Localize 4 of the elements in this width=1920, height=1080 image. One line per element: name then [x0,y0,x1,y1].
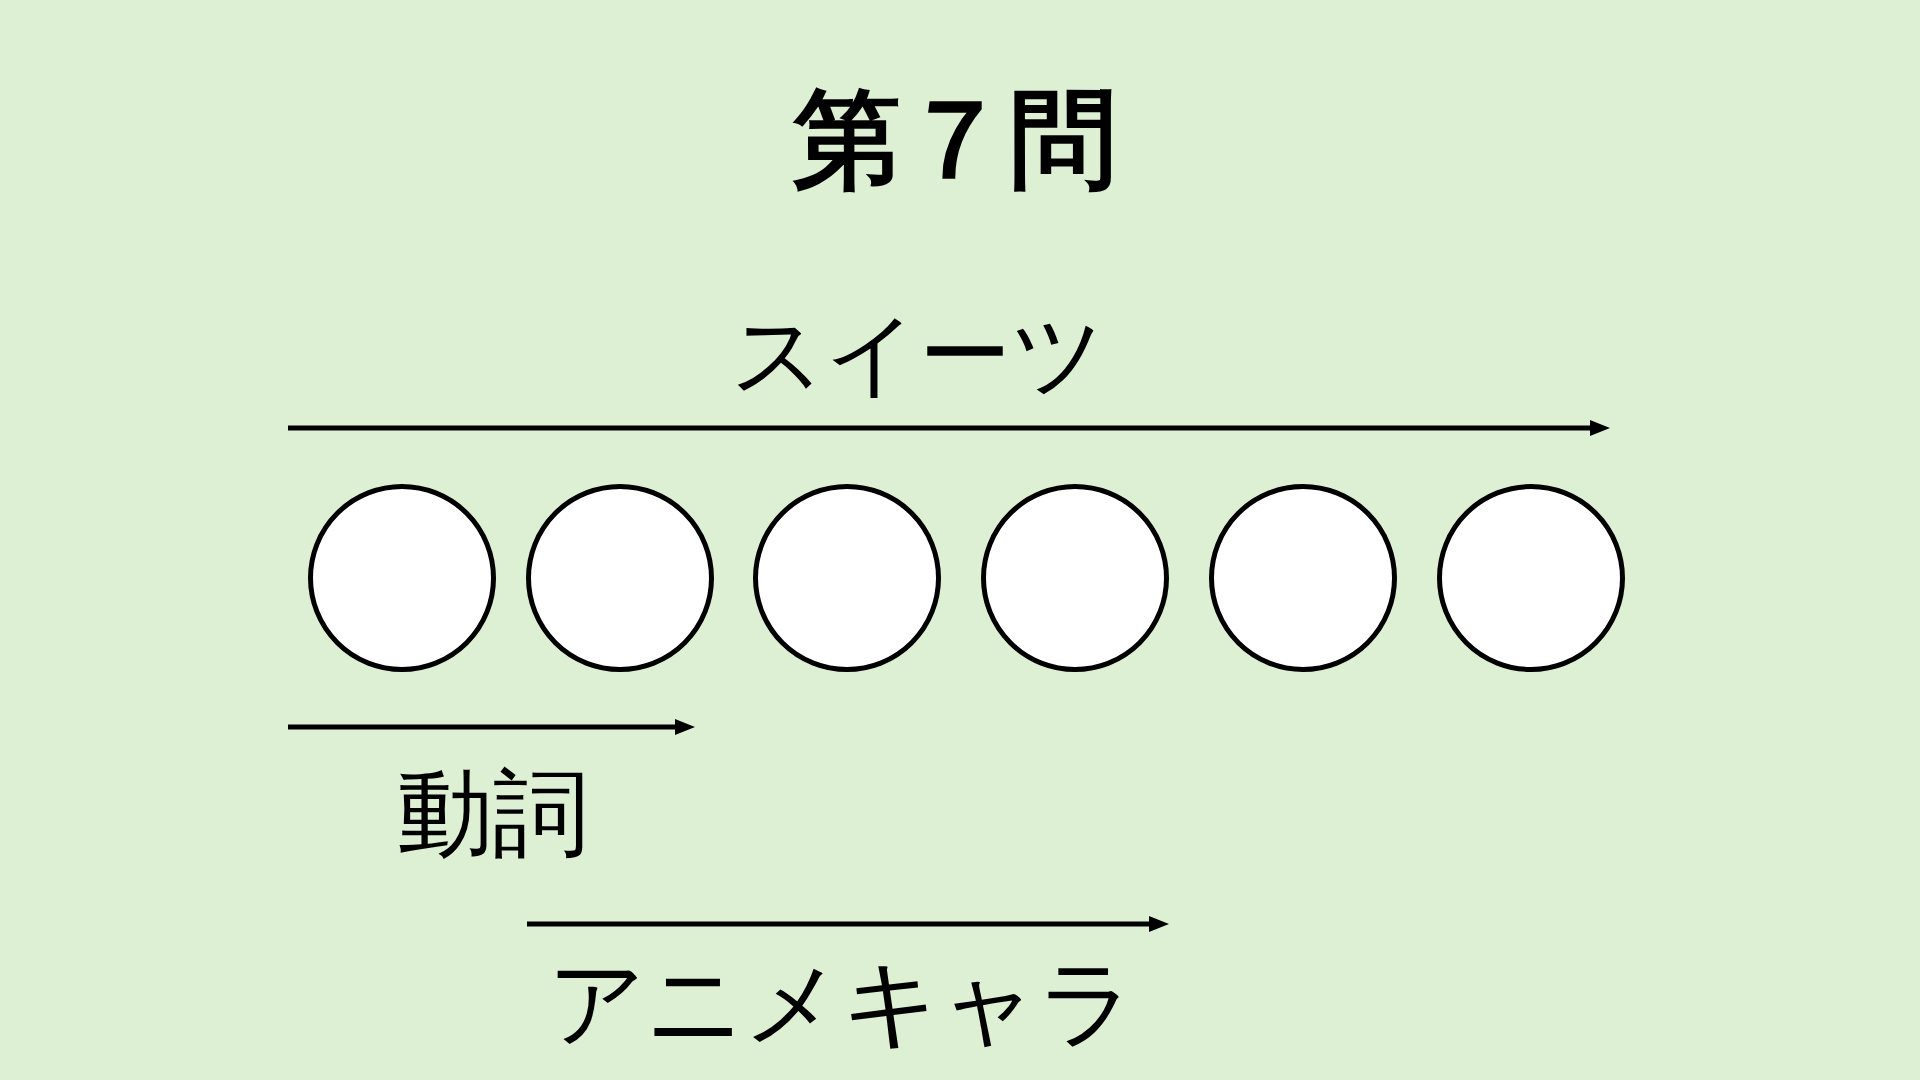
hint-label: スイーツ [731,304,1105,406]
title: 第７問 [793,76,1117,204]
hint-label: アニメキャラ [548,951,1136,1057]
hint-label: 動詞 [397,761,589,867]
